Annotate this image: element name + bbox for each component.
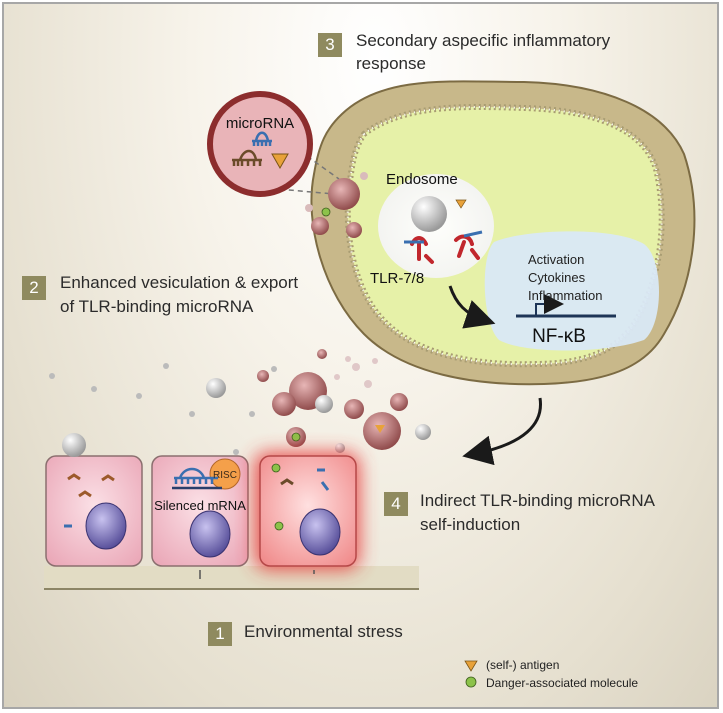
nfkb-label: NF-κB [532, 326, 586, 347]
nfkb-panel [484, 231, 659, 351]
step-1-label: Environmental stress [244, 622, 403, 641]
tlr-label: TLR-7/8 [370, 270, 424, 287]
transcription-arrow [535, 294, 564, 316]
microrna-zoom-circle [207, 91, 313, 197]
diagram-canvas: microRNA Endosome TLR-7/8 Activation Cyt… [44, 80, 696, 688]
step-2-number: 2 [22, 276, 46, 300]
endosome-label: Endosome [386, 171, 458, 188]
microrna-label: microRNA [226, 115, 294, 132]
legend-danger-icon [465, 676, 477, 688]
step-2-label-line2: of TLR-binding microRNA [60, 297, 254, 316]
step-4-label-line2: self-induction [420, 515, 521, 534]
vesicle-cloud [49, 349, 431, 455]
feedback-arrow [462, 397, 542, 466]
microrna-hairpin-brown [232, 149, 262, 166]
inflammation-label: Inflammation [528, 288, 602, 303]
silenced-mrna-label: Silenced mRNA [154, 498, 246, 513]
cytokines-label: Cytokines [528, 270, 586, 285]
legend-antigen-label: (self-) antigen [486, 658, 560, 672]
step-4-number: 4 [384, 492, 408, 516]
activation-label: Activation [528, 252, 584, 267]
step-3-number: 3 [318, 33, 342, 57]
step-2-label-line1: Enhanced vesiculation & export [60, 273, 299, 292]
tlr-to-nfkb-arrow [448, 285, 496, 329]
antigen-marker-endosome [455, 199, 467, 209]
step-3-label-line1: Secondary aspecific inflammatory [356, 31, 611, 50]
legend-antigen-icon [464, 660, 478, 672]
risc-label: RISC [213, 470, 237, 481]
step-3-label-line2: response [356, 54, 426, 73]
legend-danger-label: Danger-associated molecule [486, 676, 639, 690]
step-1-number: 1 [208, 622, 232, 646]
antigen-icon-zoom [271, 153, 289, 170]
step-4-label-line1: Indirect TLR-binding microRNA [420, 491, 655, 510]
microrna-hairpin-blue [252, 131, 272, 146]
risc-complex [209, 458, 241, 490]
